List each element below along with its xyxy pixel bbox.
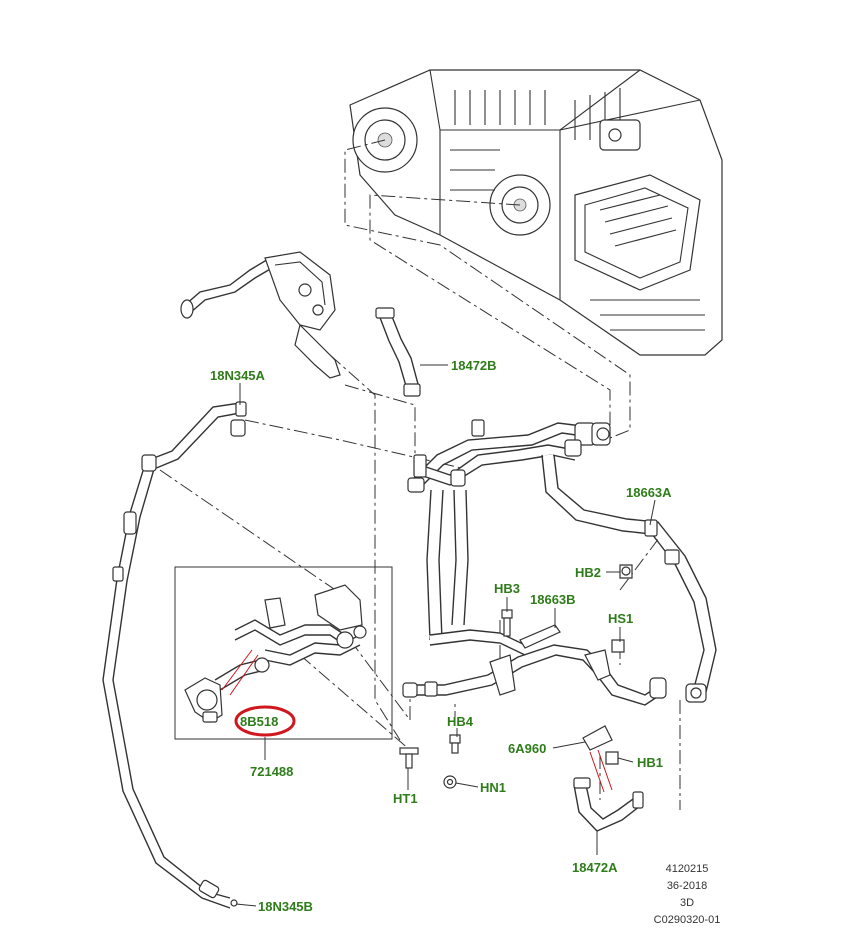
callout-HB1[interactable]: HB1 [637, 755, 663, 770]
footer-line-4: C0290320-01 [654, 914, 721, 926]
hose-18663B [402, 624, 667, 706]
callout-labels: 18N345A 18472B 18663A HB2 HB3 18663B HS1… [210, 358, 672, 914]
callout-18472B[interactable]: 18472B [451, 358, 497, 373]
callout-HB4[interactable]: HB4 [447, 714, 474, 729]
fasteners [399, 564, 633, 793]
footer-line-2: 36-2018 [667, 880, 707, 892]
footer-line-1: 4120215 [666, 863, 709, 875]
bracket-assembly-top [180, 251, 341, 379]
hose-18472B [375, 307, 421, 397]
highlight-ring-8B518 [234, 705, 296, 737]
callout-18472A[interactable]: 18472A [572, 860, 618, 875]
callout-18663B[interactable]: 18663B [530, 592, 576, 607]
hose-18472A [573, 777, 644, 832]
leader-lines [235, 364, 656, 907]
callout-HS1[interactable]: HS1 [608, 611, 633, 626]
callout-18663A[interactable]: 18663A [626, 485, 672, 500]
alignment-lines [159, 139, 681, 810]
hose-18663A [541, 454, 717, 703]
callout-HN1[interactable]: HN1 [480, 780, 506, 795]
hvac-unit-illustration [349, 69, 723, 356]
callout-8B518[interactable]: 8B518 [240, 714, 278, 729]
illustration-reference: 4120215 36-2018 3D C0290320-01 [654, 863, 721, 926]
pump-subassembly-box [174, 566, 393, 740]
callout-HB2[interactable]: HB2 [575, 565, 601, 580]
callout-18N345B[interactable]: 18N345B [258, 899, 313, 914]
callout-HB3[interactable]: HB3 [494, 581, 520, 596]
callout-HT1[interactable]: HT1 [393, 791, 418, 806]
pipe-18N345 [102, 401, 247, 909]
callout-6A960[interactable]: 6A960 [508, 741, 546, 756]
footer-line-3: 3D [680, 897, 694, 909]
heater-hose-assembly [407, 419, 611, 641]
callout-18N345A[interactable]: 18N345A [210, 368, 266, 383]
callout-721488[interactable]: 721488 [250, 764, 293, 779]
